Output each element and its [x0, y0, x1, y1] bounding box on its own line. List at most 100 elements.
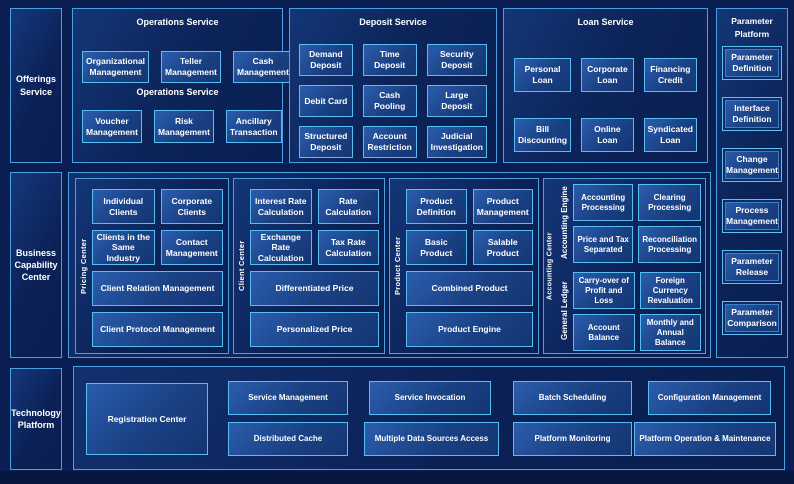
box-reconciliation-processing: Reconciliation Processing: [638, 226, 701, 263]
parameter-platform-title-line1: Parameter: [731, 16, 773, 26]
product-center-panel: Product Center Product Definition Produc…: [389, 178, 539, 354]
box-judicial-investigation: Judicial Investigation: [426, 126, 487, 158]
box-structured-deposit: Structured Deposit: [299, 126, 353, 158]
box-syndicated-loan: Syndicated Loan: [643, 118, 697, 152]
box-parameter-comparison: Parameter Comparison: [722, 301, 782, 335]
general-ledger-group: General Ledger Carry-over of Profit and …: [557, 272, 701, 351]
box-distributed-cache: Distributed Cache: [228, 422, 348, 456]
accounting-engine-label: Accounting Engine: [560, 186, 569, 260]
box-multiple-data-sources-access: Multiple Data Sources Access: [364, 422, 499, 456]
technology-platform-container: Registration Center Service Management D…: [73, 366, 785, 470]
box-change-management: Change Management: [722, 148, 782, 182]
box-teller-management: Teller Management: [161, 51, 221, 83]
box-interest-rate-calculation: Interest Rate Calculation: [250, 189, 312, 224]
client-center-grid: Interest Rate Calculation Rate Calculati…: [250, 189, 379, 347]
box-tax-rate-calculation: Tax Rate Calculation: [317, 230, 379, 265]
box-contact-management: Contact Management: [160, 230, 223, 265]
parameter-platform-list: Parameter Definition Interface Definitio…: [717, 39, 787, 335]
box-individual-clients: Individual Clients: [92, 189, 155, 224]
box-debit-card: Debit Card: [299, 85, 353, 117]
pricing-center-grid: Individual Clients Corporate Clients Cli…: [92, 189, 223, 347]
box-product-definition: Product Definition: [406, 189, 467, 224]
box-organizational-management: Organizational Management: [82, 51, 150, 83]
box-batch-scheduling: Batch Scheduling: [513, 381, 632, 415]
operations-service-panel: Operations Service Organizational Manage…: [72, 8, 293, 163]
box-client-protocol-management: Client Protocol Management: [92, 312, 223, 347]
box-service-invocation: Service Invocation: [369, 381, 491, 415]
box-corporate-clients: Corporate Clients: [160, 189, 223, 224]
accounting-engine-group: Accounting Engine Accounting Processing …: [557, 184, 701, 263]
accounting-engine-grid: Accounting Processing Clearing Processin…: [573, 184, 701, 263]
box-account-restriction: Account Restriction: [362, 126, 417, 158]
rail-technology-label: Technology Platform: [11, 407, 61, 430]
deposit-service-panel: Deposit Service Demand Deposit Time Depo…: [289, 8, 497, 163]
accounting-center-body: Accounting Engine Accounting Processing …: [557, 179, 701, 353]
box-rate-calculation: Rate Calculation: [317, 189, 379, 224]
rail-offerings-label: Offerings Service: [15, 74, 56, 97]
general-ledger-grid: Carry-over of Profit and Loss Foreign Cu…: [573, 272, 701, 351]
box-differentiated-price: Differentiated Price: [250, 271, 379, 306]
loan-service-panel: Loan Service Personal Loan Corporate Loa…: [503, 8, 708, 163]
box-clearing-processing: Clearing Processing: [638, 184, 701, 221]
rail-business-capability-center: Business Capability Center: [10, 172, 62, 358]
box-interface-definition: Interface Definition: [722, 97, 782, 131]
box-bill-discounting: Bill Discounting: [514, 118, 572, 152]
product-center-label: Product Center: [393, 236, 402, 296]
pricing-center-label: Pricing Center: [79, 238, 88, 294]
operations-service-subtitle: Operations Service: [136, 87, 219, 97]
client-center-panel: Client Center Interest Rate Calculation …: [233, 178, 385, 354]
deposit-grid: Demand Deposit Time Deposit Security Dep…: [290, 44, 496, 158]
accounting-center-panel: Accounting Center Accounting Engine Acco…: [543, 178, 706, 354]
box-monthly-and-annual-balance: Monthly and Annual Balance: [639, 314, 701, 351]
parameter-platform-panel: Parameter Platform Parameter Definition …: [716, 8, 788, 358]
rail-offerings-service: Offerings Service: [10, 8, 62, 163]
rail-technology-platform: Technology Platform: [10, 368, 62, 470]
box-demand-deposit: Demand Deposit: [299, 44, 353, 76]
operations-service-title: Operations Service: [136, 17, 219, 27]
box-ancillary-transaction: Ancillary Transaction: [225, 110, 282, 143]
loan-grid: Personal Loan Corporate Loan Financing C…: [504, 58, 707, 152]
box-personal-loan: Personal Loan: [514, 58, 572, 92]
box-salable-product: Salable Product: [472, 230, 533, 265]
general-ledger-label: General Ledger: [560, 281, 569, 341]
deposit-service-title: Deposit Service: [359, 17, 427, 27]
operations-row-2: Voucher Management Risk Management Ancil…: [73, 110, 282, 143]
box-accounting-processing: Accounting Processing: [573, 184, 634, 221]
parameter-platform-title-line2: Platform: [734, 29, 770, 39]
box-corporate-loan: Corporate Loan: [581, 58, 634, 92]
box-cash-pooling: Cash Pooling: [362, 85, 417, 117]
client-center-label: Client Center: [237, 240, 246, 292]
pricing-center-panel: Pricing Center Individual Clients Corpor…: [75, 178, 229, 354]
box-product-engine: Product Engine: [406, 312, 533, 347]
box-clients-in-the-same-industry: Clients in the Same Industry: [92, 230, 155, 265]
box-large-deposit: Large Deposit: [426, 85, 487, 117]
product-center-grid: Product Definition Product Management Ba…: [406, 189, 533, 347]
box-platform-operation-maintenance: Platform Operation & Maintenance: [634, 422, 776, 456]
box-time-deposit: Time Deposit: [362, 44, 417, 76]
loan-service-title: Loan Service: [577, 17, 634, 27]
box-combined-product: Combined Product: [406, 271, 533, 306]
box-product-management: Product Management: [472, 189, 533, 224]
box-configuration-management: Configuration Management: [648, 381, 771, 415]
box-parameter-definition: Parameter Definition: [722, 46, 782, 80]
operations-row-1: Organizational Management Teller Managem…: [73, 51, 293, 83]
rail-business-label: Business Capability Center: [14, 247, 58, 283]
box-registration-center: Registration Center: [86, 383, 208, 455]
box-financing-credit: Financing Credit: [643, 58, 697, 92]
box-voucher-management: Voucher Management: [82, 110, 142, 143]
accounting-center-label: Accounting Center: [546, 232, 554, 300]
box-carry-over-of-profit-and-loss: Carry-over of Profit and Loss: [573, 272, 635, 309]
box-risk-management: Risk Management: [153, 110, 214, 143]
box-foreign-currency-revaluation: Foreign Currency Revaluation: [639, 272, 701, 309]
box-account-balance: Account Balance: [573, 314, 635, 351]
box-process-management: Process Management: [722, 199, 782, 233]
box-online-loan: Online Loan: [581, 118, 634, 152]
box-service-management: Service Management: [228, 381, 348, 415]
box-basic-product: Basic Product: [406, 230, 467, 265]
box-price-and-tax-separated: Price and Tax Separated: [573, 226, 634, 263]
box-exchange-rate-calculation: Exchange Rate Calculation: [250, 230, 312, 265]
box-platform-monitoring: Platform Monitoring: [513, 422, 632, 456]
box-security-deposit: Security Deposit: [426, 44, 487, 76]
box-client-relation-management: Client Relation Management: [92, 271, 223, 306]
